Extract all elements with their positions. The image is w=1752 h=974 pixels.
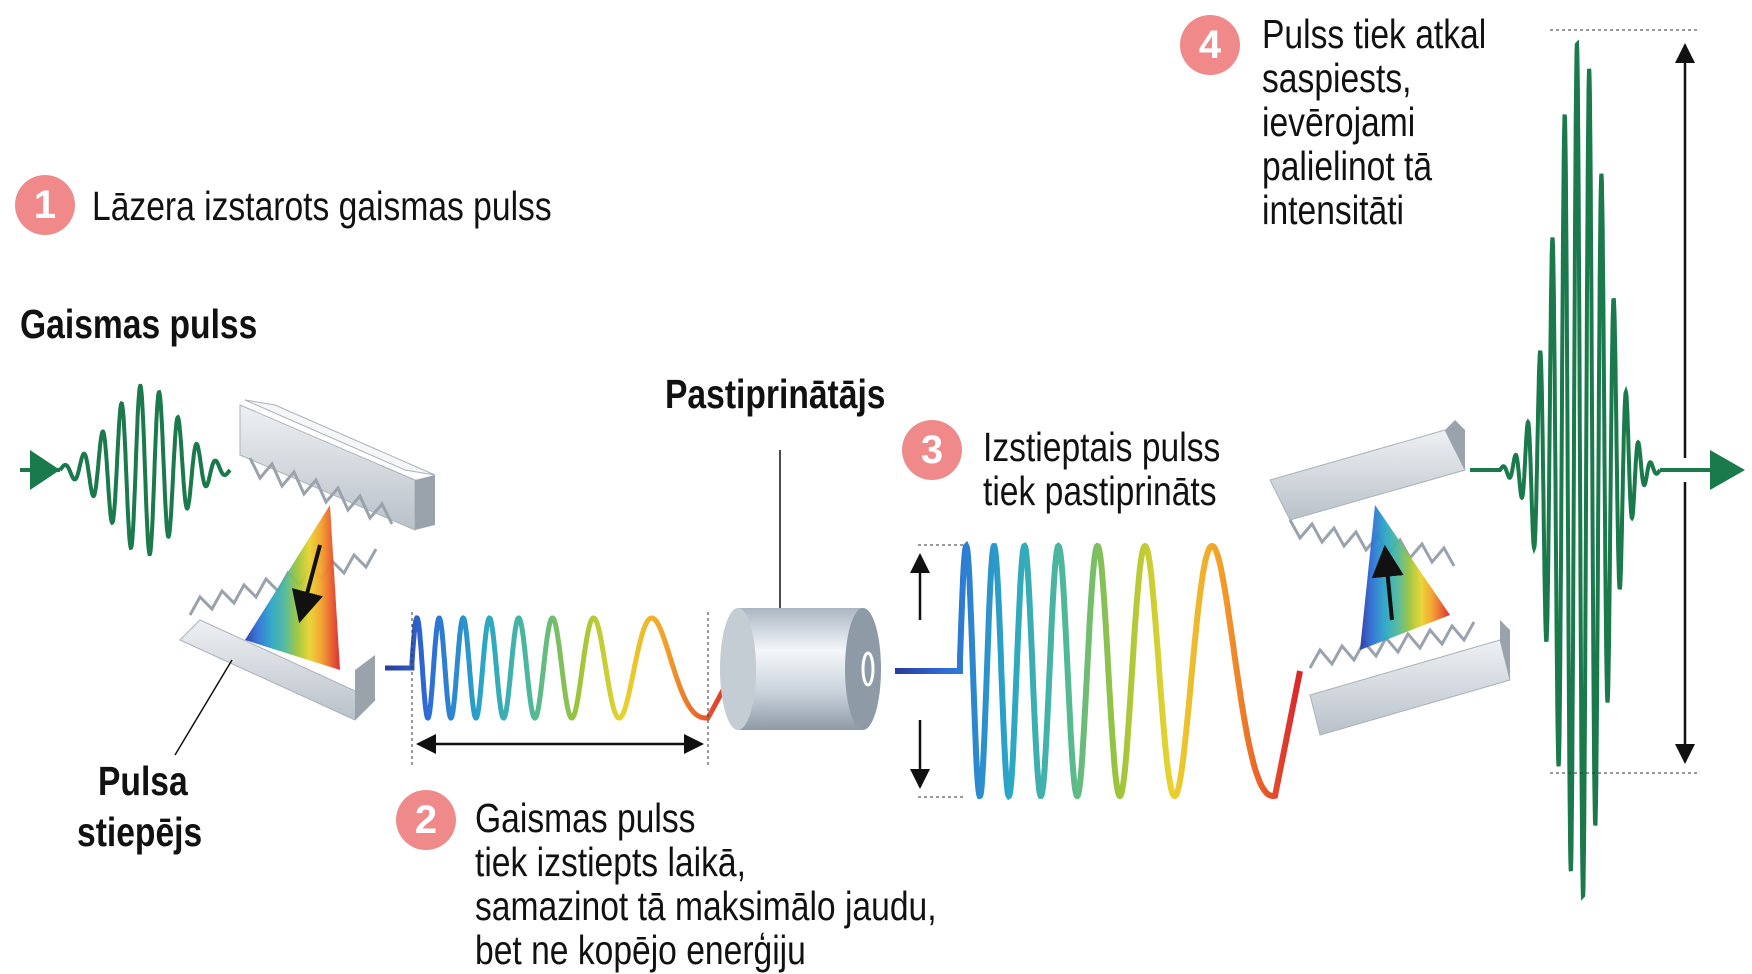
step-4-line-4: palielinot tā — [1262, 143, 1433, 189]
beam-direction-down-icon — [291, 544, 323, 624]
stretcher-gratings — [179, 399, 436, 721]
dispersed-spectrum-right — [1360, 505, 1450, 650]
beam-direction-up-icon — [1371, 544, 1404, 621]
step-2-line-4: bet ne kopējo enerģiju — [475, 927, 806, 973]
gaismas-pulss-label: Gaismas pulss — [20, 301, 258, 347]
step-1-caption: Lāzera izstarots gaismas pulss — [92, 183, 552, 229]
amplifier-label: Pastiprinātājs — [665, 371, 886, 417]
step-1-badge: 1 — [15, 175, 75, 235]
step-2-line-3: samazinot tā maksimālo jaudu, — [475, 883, 937, 929]
step-3-badge: 3 — [902, 420, 962, 480]
stretched-pulse — [385, 612, 738, 765]
dispersed-spectrum-left — [245, 505, 340, 670]
pulse-arrow-icon — [30, 450, 60, 490]
step-2-line-1: Gaismas pulss — [475, 795, 696, 841]
step-4-line-1: Pulss tiek atkal — [1262, 11, 1487, 57]
step-2-badge: 2 — [396, 790, 456, 850]
step-4-line-3: ievērojami — [1262, 99, 1416, 145]
step-3-line-2: tiek pastiprināts — [983, 468, 1217, 514]
amplifier — [720, 450, 881, 730]
step-4-line-5: intensitāti — [1262, 187, 1405, 233]
compressed-pulse — [1470, 29, 1745, 901]
compressor-gratings — [1269, 420, 1511, 736]
amplified-pulse — [895, 540, 1303, 801]
step-2-line-2: tiek izstiepts laikā, — [475, 839, 746, 885]
stretcher-label-line-2: stiepējs — [77, 809, 203, 855]
step-3-line-1: Izstieptais pulss — [983, 424, 1221, 470]
stretcher-leader-line — [174, 659, 233, 756]
step-4-line-2: saspiests, — [1262, 55, 1412, 101]
output-arrow-icon — [1710, 450, 1745, 490]
stretcher-label-line-1: Pulsa — [98, 758, 188, 804]
incoming-pulse — [20, 383, 232, 557]
step-4-badge: 4 — [1180, 15, 1240, 75]
pulse-wave-small — [58, 383, 232, 557]
